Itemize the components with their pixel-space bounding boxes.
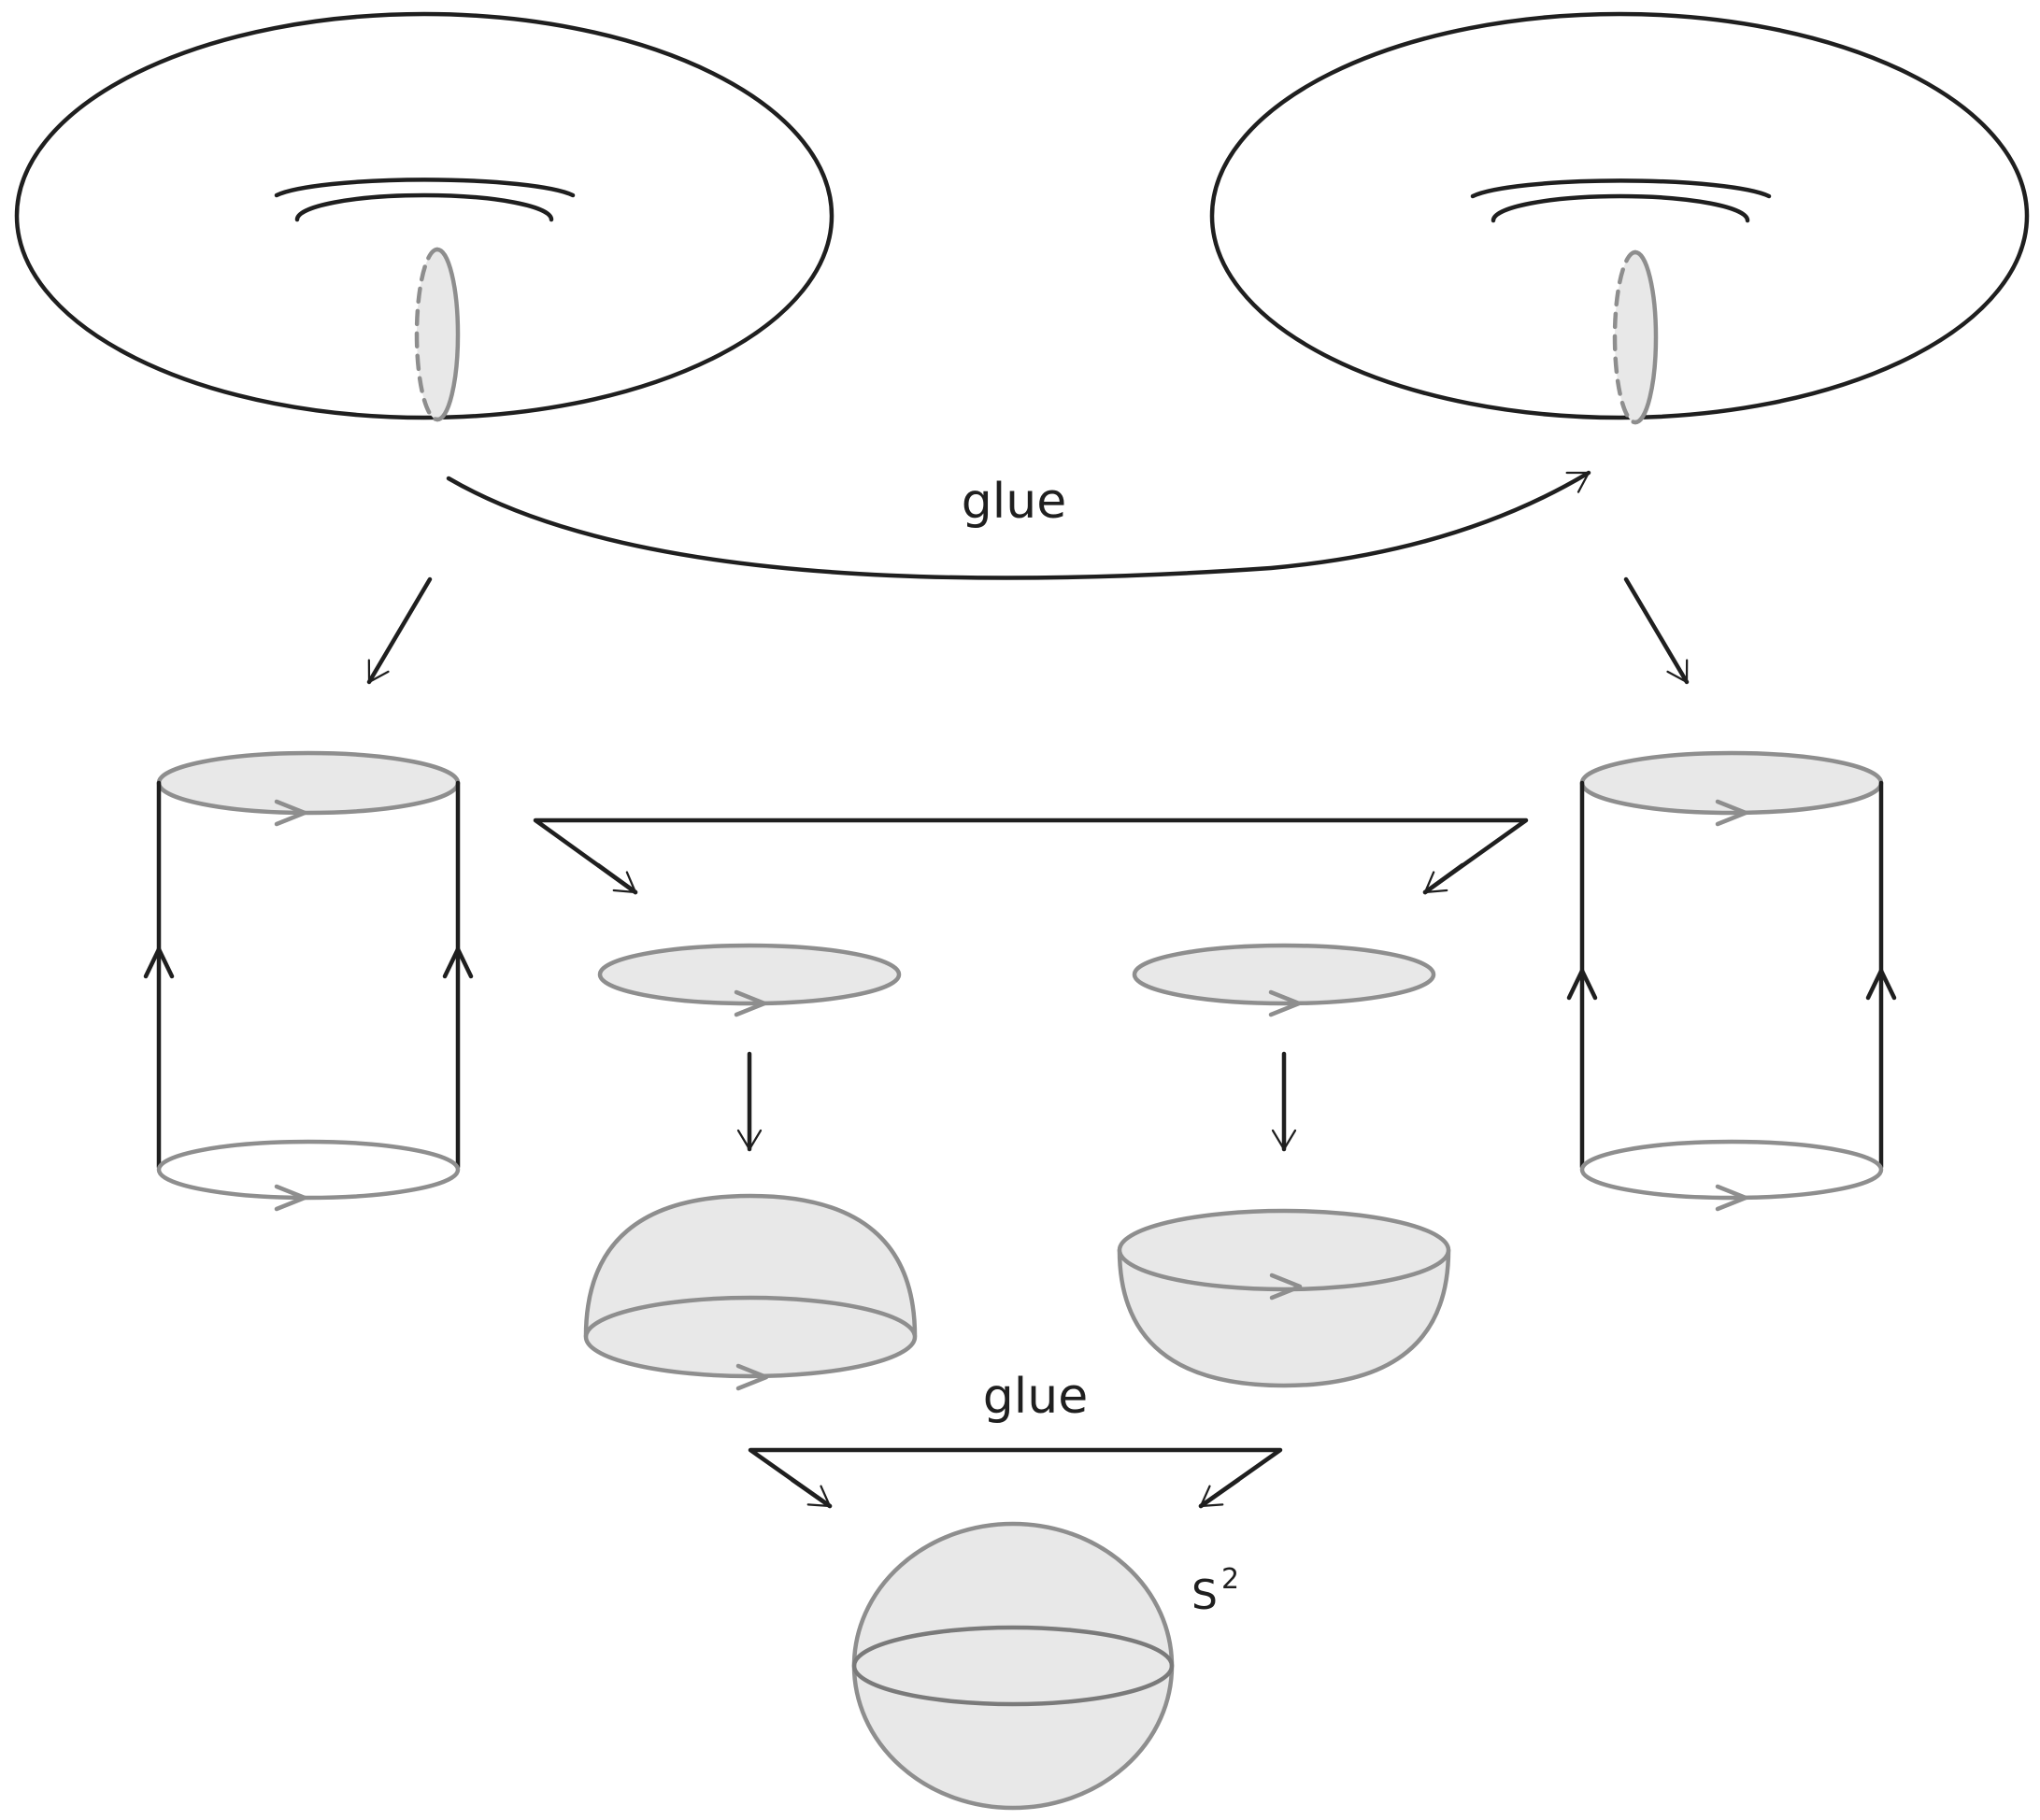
torus-right-hole-lower — [1491, 193, 1750, 223]
hemisphere-upper-rim — [583, 1295, 918, 1379]
bracket-cylinders-to-disks — [533, 818, 1529, 895]
arrow-torus-right-to-cylinder — [1623, 576, 1690, 685]
torus-left-meridian-front — [435, 247, 461, 422]
sphere-label: S — [1191, 1571, 1218, 1619]
hemisphere-upper-orientation — [735, 1363, 769, 1391]
bracket-bottom-right-arrowhead — [1198, 1477, 1241, 1509]
hemisphere-upper — [583, 1193, 918, 1391]
torus-right — [1209, 11, 2030, 425]
bracket-bottom-left-arrowhead — [790, 1477, 833, 1509]
disk-left-orientation — [734, 989, 767, 1017]
glue-bottom-label: glue — [983, 1369, 1088, 1425]
torus-right-meridian-back — [1612, 249, 1638, 425]
cylinder-right-bottom-orientation — [1715, 1184, 1748, 1212]
torus-left — [14, 11, 835, 422]
torus-left-outline — [14, 11, 835, 420]
torus-left-hole-upper — [274, 178, 576, 198]
cylinder-right-top-disk — [1579, 750, 1884, 816]
cylinder-right-left-edge-arrow — [1566, 968, 1598, 1001]
arrow-torus-left-to-cylinder — [366, 576, 433, 685]
bracket-right-arrowhead — [1422, 862, 1465, 895]
disk-right-orientation — [1268, 989, 1302, 1017]
hemisphere-lower-rim — [1117, 1208, 1451, 1292]
disk-right-shape — [1132, 943, 1436, 1006]
sphere-outline — [851, 1521, 1175, 1811]
disk-left-shape — [597, 943, 902, 1006]
hemisphere-lower — [1117, 1208, 1451, 1388]
glue-top-arrow — [446, 470, 1591, 580]
torus-left-hole-lower — [294, 192, 554, 222]
torus-right-hole-upper — [1470, 178, 1772, 199]
cylinder-left-top-disk — [156, 750, 461, 816]
cylinder-right-bottom-circle — [1579, 1139, 1884, 1201]
torus-right-outline — [1209, 11, 2030, 420]
sphere-label-exponent: 2 — [1221, 1563, 1239, 1596]
disk-left — [597, 943, 902, 1017]
cylinder-right — [1566, 750, 1897, 1212]
cylinder-left-right-edge-arrow — [442, 946, 474, 979]
bracket-left-arrowhead — [595, 862, 638, 895]
cylinder-left-bottom-circle — [156, 1139, 461, 1201]
disk-right — [1132, 943, 1436, 1017]
cylinder-left — [143, 750, 474, 1212]
cylinder-left-bottom-orientation — [274, 1184, 307, 1212]
torus-left-meridian-back — [414, 247, 440, 422]
cylinder-right-top-orientation — [1715, 799, 1748, 827]
torus-right-meridian-disk — [1615, 252, 1656, 422]
torus-left-meridian-disk — [417, 249, 458, 419]
torus-right-meridian-front — [1633, 249, 1659, 425]
bracket-hemispheres-to-sphere — [748, 1447, 1283, 1509]
sphere-equator — [851, 1625, 1175, 1707]
sphere — [851, 1521, 1175, 1811]
glue-top-label: glue — [962, 474, 1066, 530]
hemisphere-lower-orientation — [1269, 1273, 1303, 1301]
cylinder-left-left-edge-arrow — [143, 946, 175, 979]
cylinder-left-top-orientation — [274, 799, 307, 827]
cylinder-right-right-edge-arrow — [1865, 968, 1897, 1001]
